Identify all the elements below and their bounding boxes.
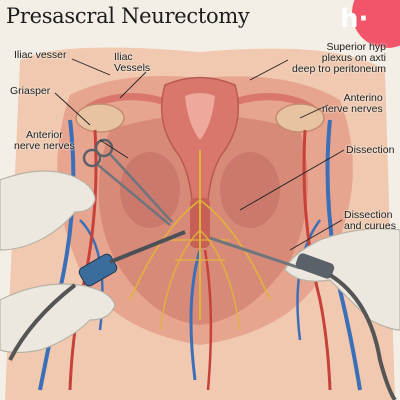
left-mass [120, 152, 180, 228]
right-dissector-icon [209, 236, 397, 400]
nerve-right-b [199, 229, 241, 331]
lower-left-glove [0, 283, 116, 354]
central-vein [189, 249, 202, 381]
left-laparoscope-icon [8, 230, 186, 361]
right-glove [284, 228, 400, 331]
left-ovary [75, 103, 125, 133]
page-title: Presascral Neurectomy [6, 4, 250, 28]
label-dissection: Dissection [346, 144, 395, 156]
label-iliac-vesser: Iliac vesser [14, 49, 67, 61]
grasper-scissors-icon [82, 138, 173, 226]
right-iliac-artery [302, 129, 332, 391]
leader-lines [54, 58, 345, 251]
label-dissection-curues: Dissection and curues [344, 209, 396, 232]
nerve-left-b [159, 229, 201, 331]
label-iliac-vessels: Iliac Vessels [114, 51, 151, 74]
label-superior-hypogastric: Superior hyp plexus on axti deep tro per… [292, 41, 386, 75]
sacral-artery [203, 249, 213, 391]
label-anterior-nerve-right: Anterino nerve nerves [322, 92, 383, 115]
h-logo-icon: h· [340, 4, 369, 34]
label-anterior-nerve-left: Anterior nerve nerves [14, 129, 75, 152]
label-griasper: Griasper [10, 85, 51, 97]
left-glove [0, 170, 96, 251]
nerve-right-a [199, 199, 271, 301]
right-mass [220, 152, 280, 228]
uterine-cavity [185, 93, 215, 140]
